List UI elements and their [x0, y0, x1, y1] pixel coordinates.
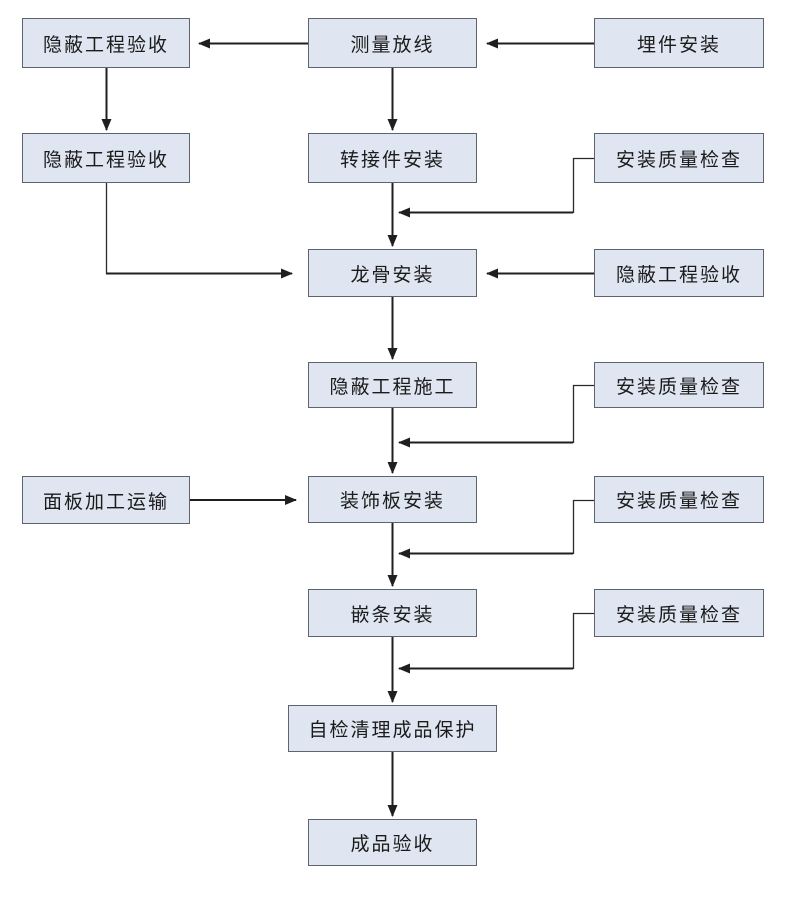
- flow-node-self-check-cleanup-protect: 自检清理成品保护: [288, 705, 497, 752]
- flow-node-install-quality-check-4: 安装质量检查: [594, 589, 764, 637]
- flow-node-embedded-parts-install: 埋件安装: [594, 18, 764, 68]
- flow-node-inlay-strip-install: 嵌条安装: [308, 589, 477, 637]
- connector-n5-stem: [572, 157, 594, 213]
- flow-node-panel-processing-transport: 面板加工运输: [22, 476, 190, 524]
- flow-node-concealed-work-construction: 隐蔽工程施工: [308, 362, 477, 408]
- connector-n14-stem: [572, 612, 594, 669]
- flow-node-finished-product-acceptance: 成品验收: [308, 819, 477, 866]
- flow-node-install-quality-check-2: 安装质量检查: [594, 362, 764, 408]
- connector-n9-stem: [572, 384, 594, 443]
- flow-node-concealed-work-acceptance-3: 隐蔽工程验收: [594, 249, 764, 297]
- flow-node-concealed-work-acceptance-2: 隐蔽工程验收: [22, 133, 190, 183]
- flow-node-install-quality-check-3: 安装质量检查: [594, 476, 764, 523]
- flow-node-measure-set-out: 测量放线: [308, 18, 477, 68]
- connector-n12-stem: [572, 499, 594, 554]
- flow-node-concealed-work-acceptance-1: 隐蔽工程验收: [22, 18, 190, 68]
- flow-node-keel-install: 龙骨安装: [308, 249, 477, 297]
- flow-node-adapter-install: 转接件安装: [308, 133, 477, 183]
- flow-node-install-quality-check-1: 安装质量检查: [594, 133, 764, 183]
- flow-node-decorative-panel-install: 装饰板安装: [308, 476, 477, 523]
